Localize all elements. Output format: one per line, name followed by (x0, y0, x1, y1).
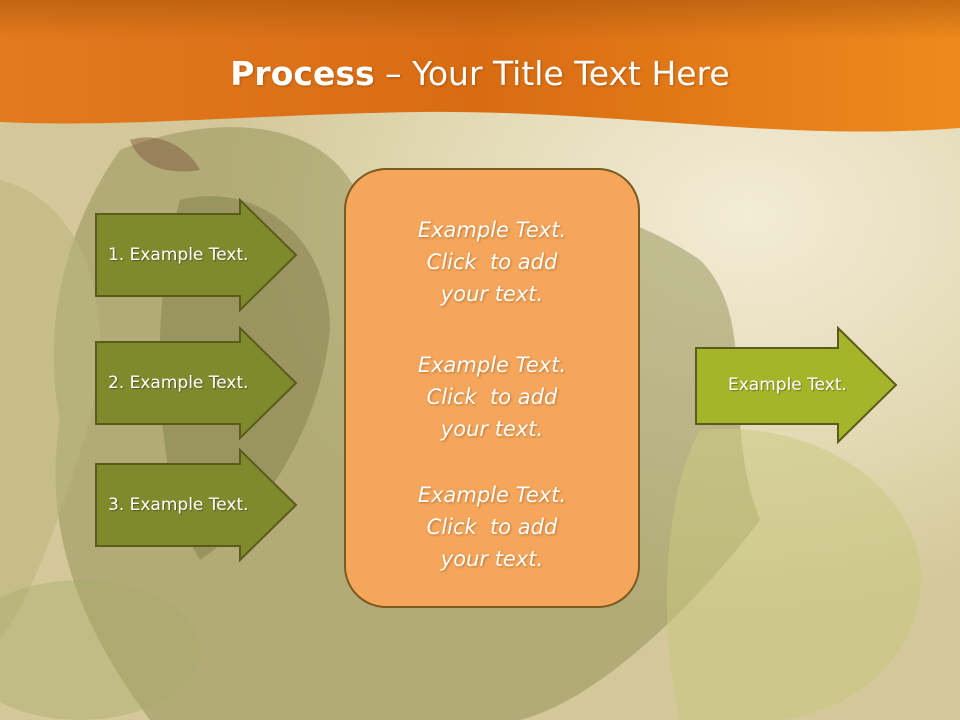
para-line: your text. (440, 547, 544, 571)
para-line: Example Text. (417, 218, 567, 242)
center-paragraph-1: Example Text. Click to add your text. (346, 214, 638, 310)
center-paragraph-3: Example Text. Click to add your text. (346, 479, 638, 575)
step-label: 3. Example Text. (108, 495, 249, 515)
arrow-right-icon (95, 326, 298, 440)
arrow-right-icon (695, 326, 898, 444)
step-label: 2. Example Text. (108, 373, 249, 393)
step-arrow-3[interactable]: 3. Example Text. (94, 448, 300, 562)
para-line: Click to add (426, 515, 558, 539)
title-separator: – (374, 54, 413, 93)
step-arrow-1[interactable]: 1. Example Text. (94, 198, 300, 312)
para-line: your text. (440, 417, 544, 441)
para-line: Click to add (426, 385, 558, 409)
slide-title[interactable]: Process – Your Title Text Here (0, 52, 960, 96)
title-bold: Process (230, 54, 375, 93)
para-line: Example Text. (417, 483, 567, 507)
arrow-right-icon (95, 448, 298, 562)
center-paragraph-2: Example Text. Click to add your text. (346, 349, 638, 445)
arrow-right-icon (95, 198, 298, 312)
para-line: Click to add (426, 250, 558, 274)
result-arrow[interactable]: Example Text. (694, 326, 900, 444)
step-label: 1. Example Text. (108, 245, 249, 265)
para-line: Example Text. (417, 353, 567, 377)
title-rest: Your Title Text Here (412, 54, 730, 93)
result-label: Example Text. (728, 375, 847, 395)
para-line: your text. (440, 282, 544, 306)
step-arrow-2[interactable]: 2. Example Text. (94, 326, 300, 440)
center-text-box[interactable]: Example Text. Click to add your text. Ex… (344, 168, 640, 608)
